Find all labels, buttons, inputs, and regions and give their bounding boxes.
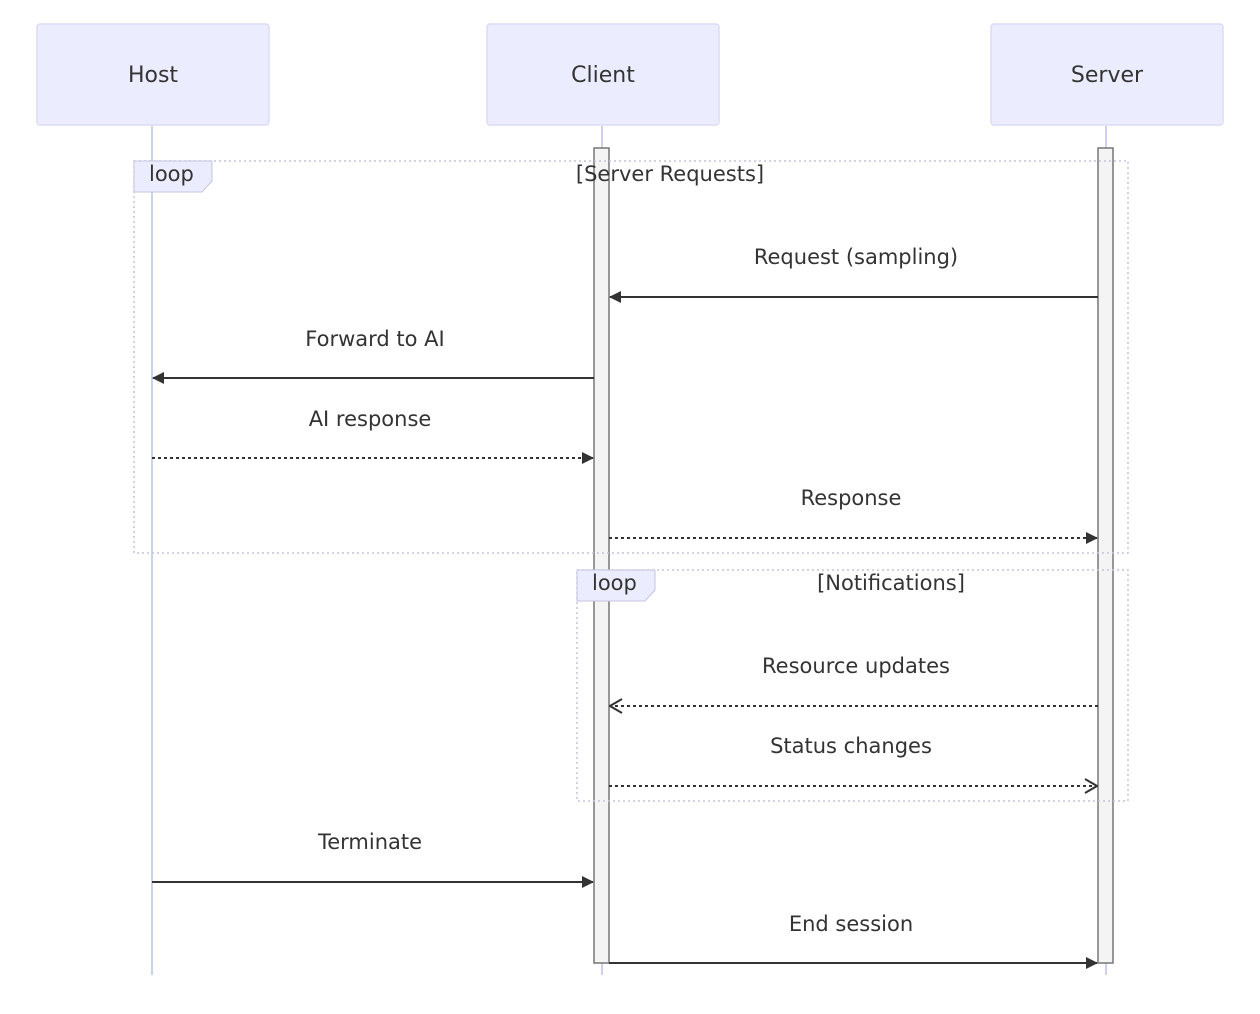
- participant-server: Server: [990, 23, 1224, 126]
- loop-notifications-tag: [576, 569, 656, 602]
- participant-server-box: [990, 23, 1224, 126]
- message-resource-updates: Resource updates: [610, 654, 1098, 706]
- message-status-changes: Status changes: [609, 734, 1097, 786]
- participant-client: Client: [486, 23, 720, 126]
- participant-client-label: Client: [571, 63, 635, 88]
- message-label: AI response: [309, 407, 432, 431]
- message-ai-response: AI response: [152, 407, 594, 464]
- loop-server-requests-tag-label: loop: [149, 162, 194, 186]
- loop-notifications-frame: [576, 569, 1129, 802]
- message-label: Request (sampling): [754, 245, 958, 269]
- participant-server-label: Server: [1071, 63, 1144, 88]
- message-terminate: Terminate: [152, 830, 594, 888]
- message-label: End session: [789, 912, 913, 936]
- message-label: Resource updates: [762, 654, 950, 678]
- client-activation-bar: [593, 147, 610, 964]
- loop-server-requests-tag: [133, 160, 213, 193]
- message-response: Response: [609, 486, 1098, 544]
- loop-server-requests-condition: [Server Requests]: [576, 162, 764, 186]
- participant-host-box: [36, 23, 270, 126]
- message-forward-to-ai: Forward to AI: [152, 327, 594, 384]
- server-activation-bar: [1097, 147, 1114, 964]
- message-label: Terminate: [317, 830, 422, 854]
- loop-server-requests-frame: [133, 160, 1129, 554]
- participant-host: Host: [36, 23, 270, 126]
- message-label: Status changes: [770, 734, 932, 758]
- message-label: Forward to AI: [305, 327, 444, 351]
- loop-notifications: loop [Notifications]: [576, 569, 1129, 802]
- participant-host-label: Host: [128, 63, 178, 88]
- message-request-sampling: Request (sampling): [609, 245, 1098, 303]
- participant-client-box: [486, 23, 720, 126]
- message-label: Response: [801, 486, 902, 510]
- loop-notifications-tag-label: loop: [592, 571, 637, 595]
- loop-server-requests: loop [Server Requests]: [133, 160, 1129, 554]
- message-end-session: End session: [609, 912, 1098, 969]
- loop-notifications-condition: [Notifications]: [817, 571, 965, 595]
